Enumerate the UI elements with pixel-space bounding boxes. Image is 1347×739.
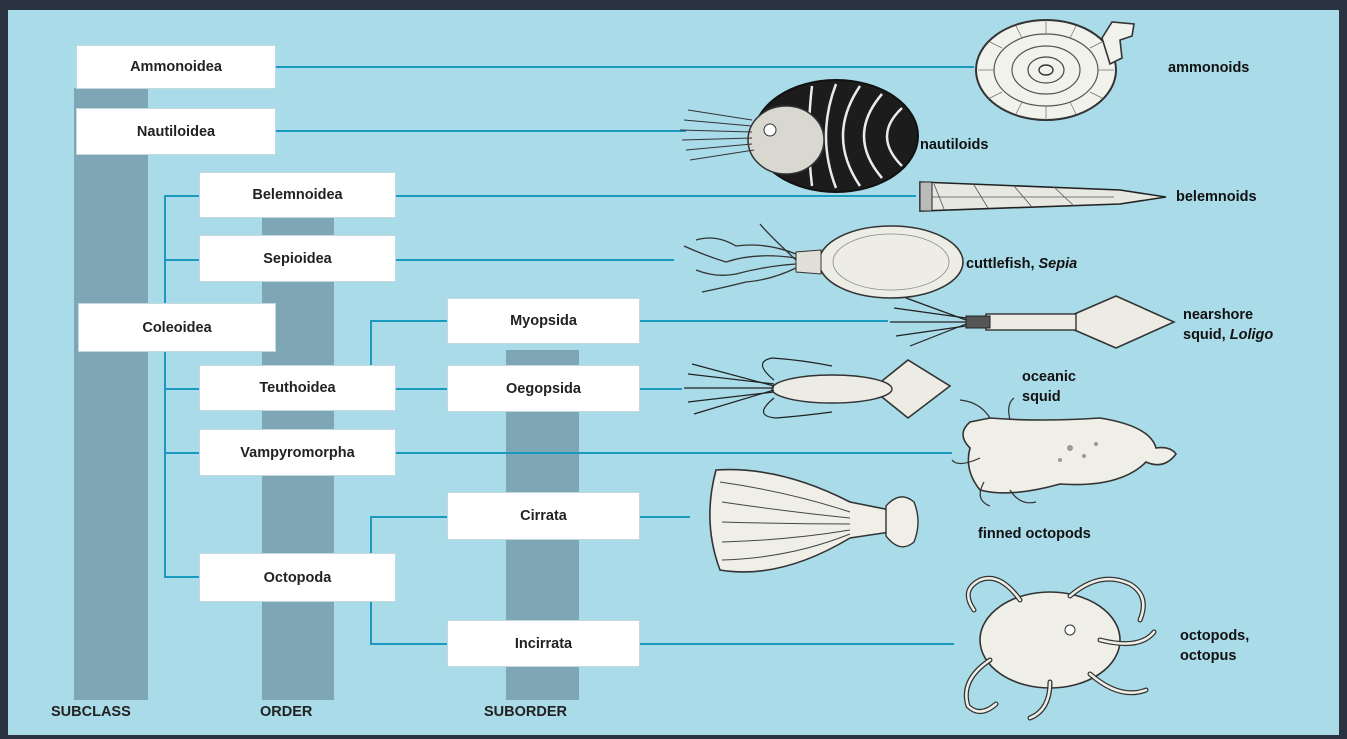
vampire-squid-illustration: [950, 398, 1180, 508]
connector-ammonoidea: [276, 66, 974, 68]
caption-oceanic-line1: oceanic: [1022, 367, 1076, 387]
node-coleoidea: Coleoidea: [78, 303, 276, 352]
octopus-illustration: [950, 570, 1190, 720]
caption-cuttlefish: cuttlefish, Sepia: [966, 254, 1077, 274]
node-sepioidea: Sepioidea: [199, 235, 396, 282]
caption-octopods: octopods,octopus: [1180, 626, 1249, 666]
connector-to-vampyromorpha: [164, 452, 200, 454]
connector-oegopsida: [640, 388, 682, 390]
belemnoid-illustration: [914, 178, 1174, 214]
caption-octopods-line2: octopus: [1180, 646, 1249, 666]
node-ammonoidea: Ammonoidea: [76, 45, 276, 89]
connector-vampyromorpha: [396, 452, 952, 454]
caption-finned-octopods: finned octopods: [978, 524, 1091, 544]
subclass-column-bar: [74, 88, 148, 700]
node-cirrata: Cirrata: [447, 492, 640, 540]
oceanic-squid-illustration: [682, 356, 952, 422]
frame-left: [0, 0, 8, 739]
column-label-order: ORDER: [260, 704, 312, 720]
frame-top: [0, 0, 1347, 10]
connector-to-cirrata: [370, 516, 448, 518]
caption-nearshore-line2: squid,: [1183, 327, 1226, 343]
connector-to-teuthoidea: [164, 388, 200, 390]
caption-belemnoids: belemnoids: [1176, 187, 1257, 207]
node-myopsida: Myopsida: [447, 298, 640, 344]
connector-to-sepioidea: [164, 259, 200, 261]
caption-nearshore-line2-wrap: squid, Loligo: [1183, 325, 1273, 345]
caption-octopods-line1: octopods,: [1180, 626, 1249, 646]
node-oegopsida: Oegopsida: [447, 365, 640, 412]
node-vampyromorpha: Vampyromorpha: [199, 429, 396, 476]
column-label-suborder: SUBORDER: [484, 704, 567, 720]
ammonoid-illustration: [962, 18, 1172, 128]
connector-nautiloidea: [276, 130, 686, 132]
frame-right: [1339, 0, 1347, 739]
node-octopoda: Octopoda: [199, 553, 396, 602]
connector-to-octopoda: [164, 576, 200, 578]
node-belemnoidea: Belemnoidea: [199, 172, 396, 218]
caption-nearshore-line1: nearshore: [1183, 305, 1273, 325]
cuttlefish-illustration: [676, 222, 966, 302]
node-nautiloidea: Nautiloidea: [76, 108, 276, 155]
nautilus-illustration: [676, 80, 926, 195]
connector-to-belemnoidea: [164, 195, 200, 197]
connector-to-incirrata: [370, 643, 448, 645]
caption-cuttlefish-common: cuttlefish,: [966, 256, 1034, 272]
connector-sepioidea: [396, 259, 674, 261]
connector-to-myopsida: [370, 320, 448, 322]
finned-octopod-illustration: [700, 462, 930, 582]
connector-myopsida: [640, 320, 888, 322]
caption-cuttlefish-genus: Sepia: [1039, 256, 1078, 272]
nearshore-squid-illustration: [886, 292, 1176, 352]
connector-belemnoidea: [396, 195, 916, 197]
node-teuthoidea: Teuthoidea: [199, 365, 396, 411]
caption-ammonoids: ammonoids: [1168, 58, 1249, 78]
caption-nearshore-genus: Loligo: [1230, 327, 1274, 343]
connector-coleoidea-trunk: [164, 195, 166, 578]
connector-cirrata: [640, 516, 690, 518]
connector-incirrata: [640, 643, 954, 645]
connector-to-oegopsida: [396, 388, 448, 390]
caption-nautiloids: nautiloids: [920, 135, 988, 155]
node-incirrata: Incirrata: [447, 620, 640, 667]
column-label-subclass: SUBCLASS: [51, 704, 131, 720]
